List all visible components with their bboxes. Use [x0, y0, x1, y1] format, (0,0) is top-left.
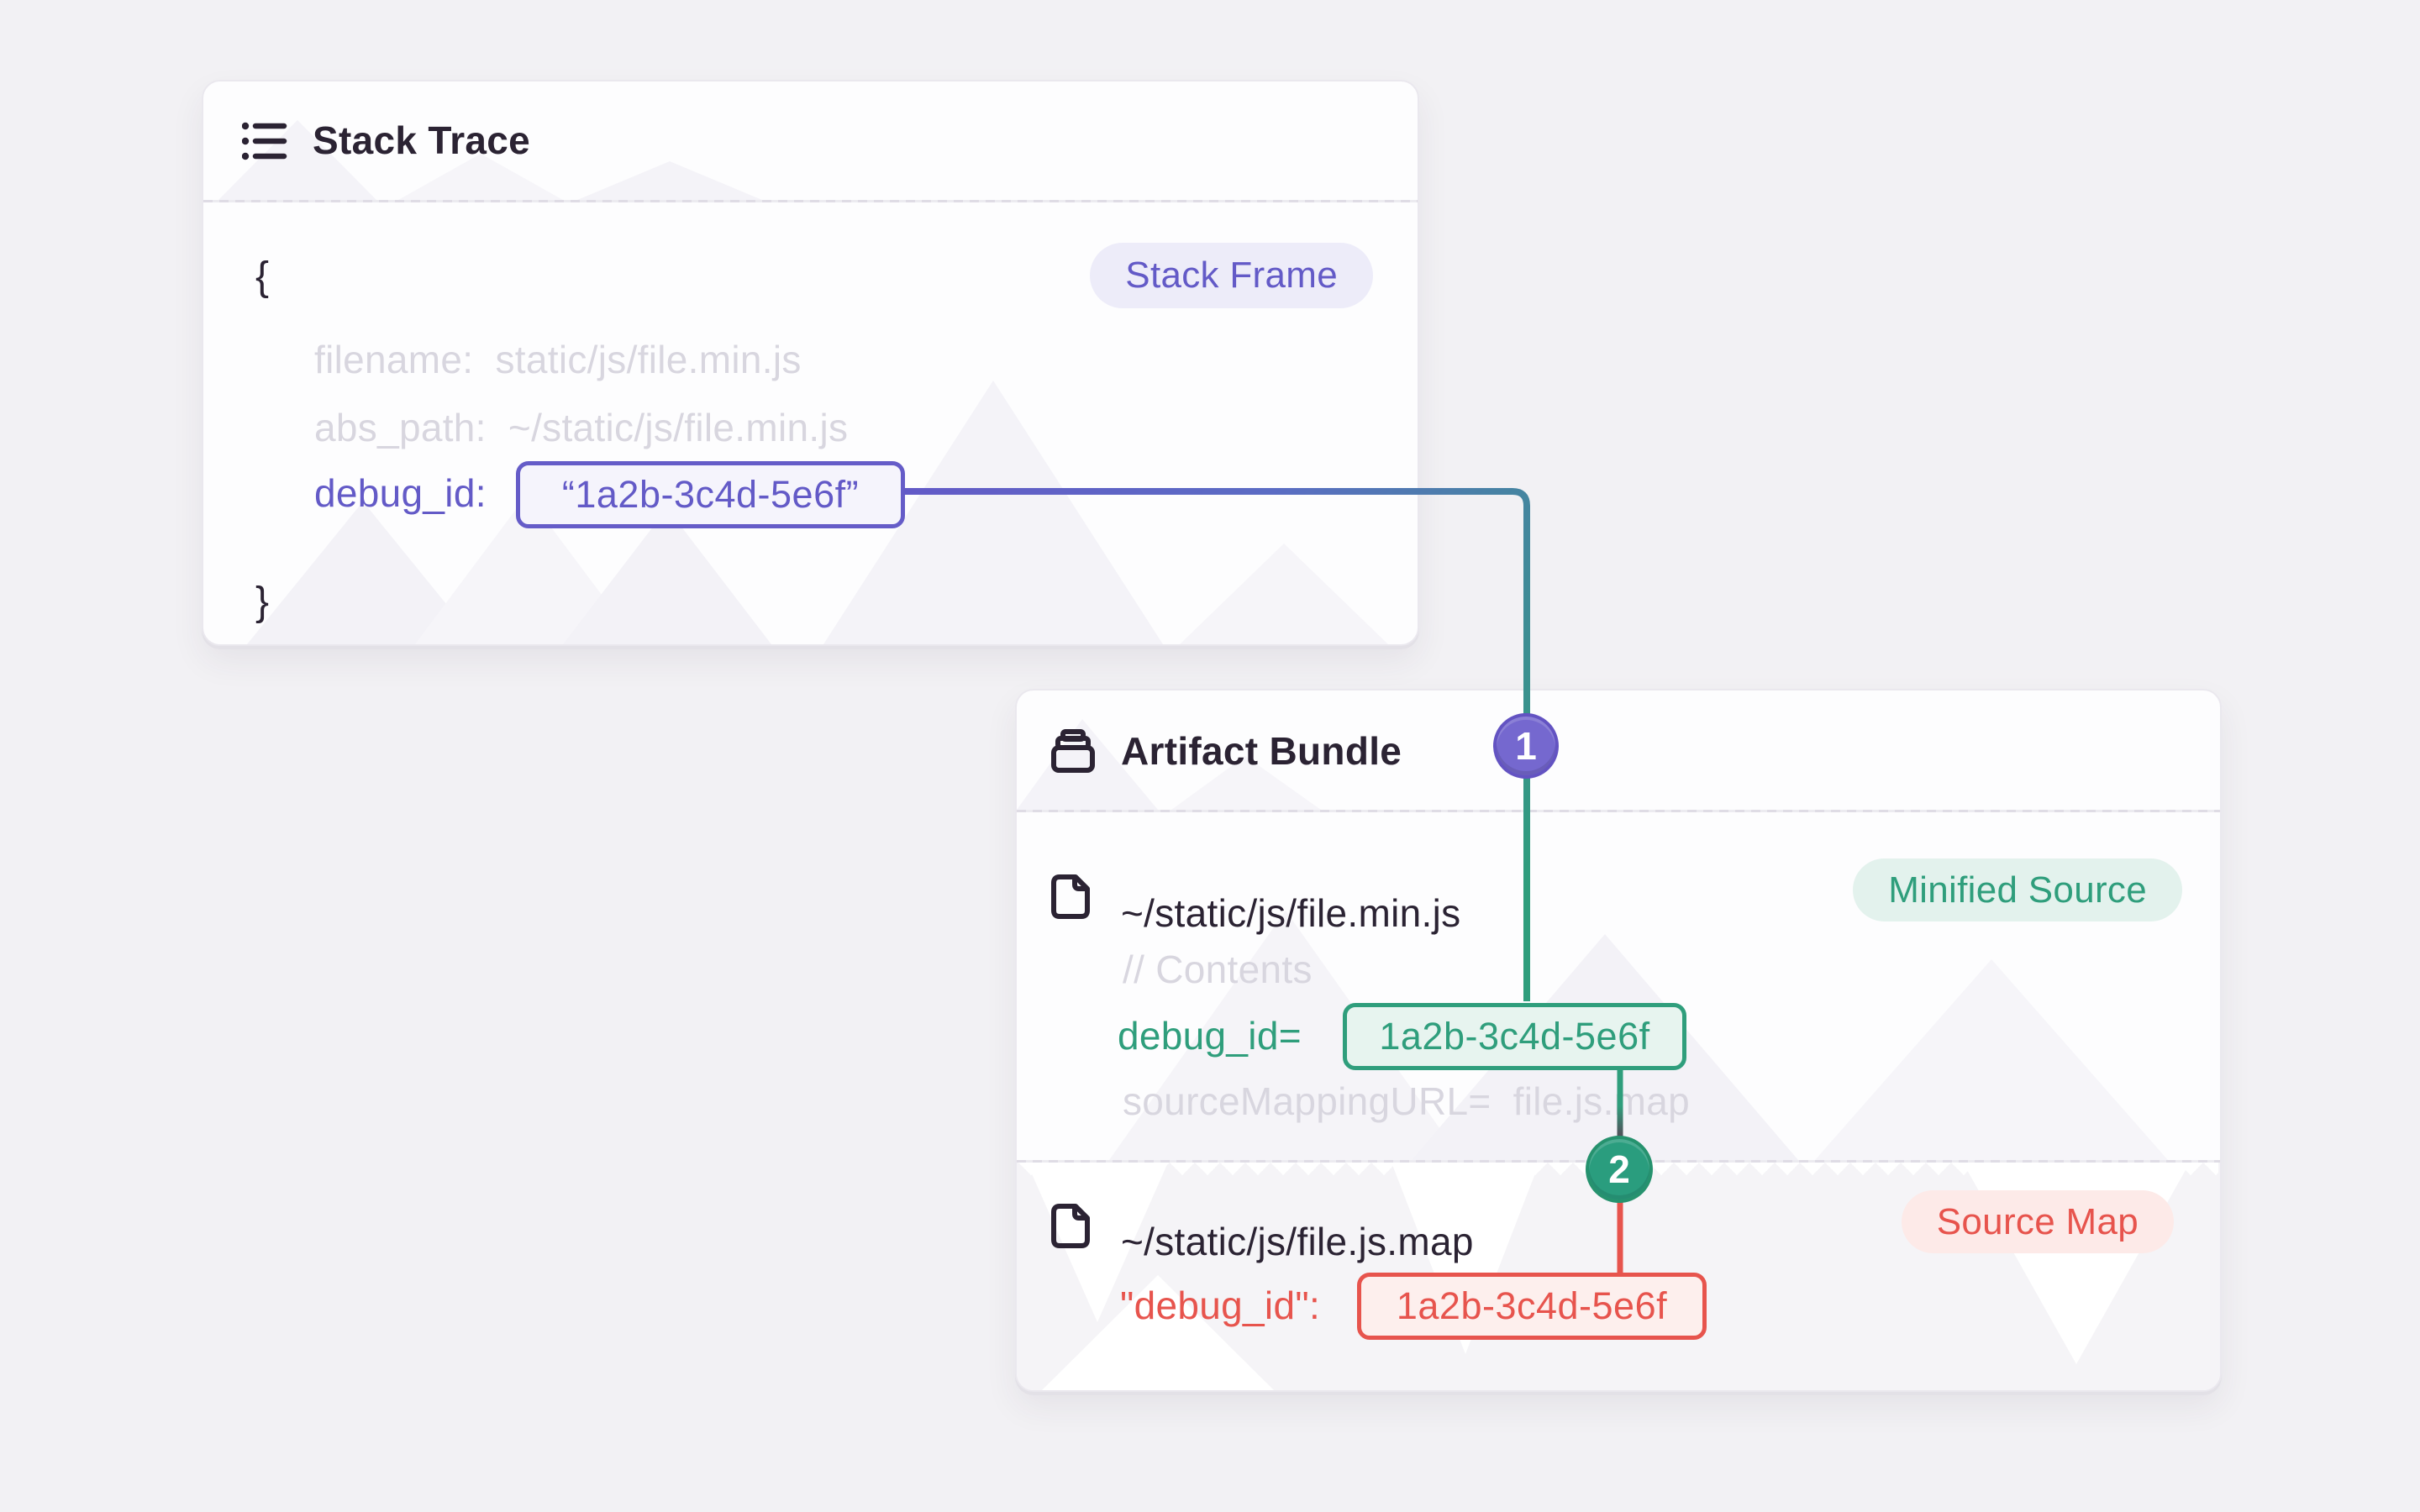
filename-line: filename: static/js/file.min.js	[314, 338, 802, 381]
source-mapping-line: sourceMappingURL= file.js.map	[1123, 1079, 1691, 1123]
step-1-number: 1	[1515, 724, 1537, 768]
sourcemap-filename: ~/static/js/file.js.map	[1121, 1220, 1474, 1263]
archive-box-icon	[1051, 729, 1095, 773]
debug-id-value: “1a2b-3c4d-5e6f”	[561, 473, 860, 516]
file-icon	[1051, 1204, 1090, 1248]
minified-source-badge: Minified Source	[1853, 858, 2182, 921]
header-divider	[1017, 810, 2220, 812]
contents-comment: // Contents	[1123, 948, 1313, 991]
json-open-brace: {	[255, 255, 270, 299]
debug-id-label: debug_id:	[314, 471, 487, 515]
json-close-brace: }	[255, 580, 270, 624]
stack-trace-title: Stack Trace	[313, 118, 531, 162]
abs-path-line: abs_path: ~/static/js/file.min.js	[314, 406, 849, 449]
source-map-badge: Source Map	[1901, 1190, 2174, 1253]
artifact-bundle-card: Artifact Bundle ~/static/js/file.min.js …	[1015, 689, 2222, 1392]
sourcemap-debug-id-value-box: 1a2b-3c4d-5e6f	[1357, 1273, 1707, 1340]
minified-filename: ~/static/js/file.min.js	[1121, 891, 1461, 935]
header-divider	[203, 200, 1418, 202]
step-2-badge: 2	[1586, 1136, 1653, 1203]
step-2-number: 2	[1608, 1147, 1630, 1191]
file-icon	[1051, 874, 1090, 919]
stack-frame-badge: Stack Frame	[1090, 243, 1373, 308]
bundle-debug-id-value-box: 1a2b-3c4d-5e6f	[1343, 1003, 1686, 1070]
bundle-debug-id-label: debug_id=	[1118, 1014, 1302, 1058]
debug-id-value-box: “1a2b-3c4d-5e6f”	[516, 461, 905, 528]
list-icon	[242, 122, 287, 160]
step-1-badge: 1	[1493, 713, 1559, 779]
stack-trace-card: Stack Trace { Stack Frame filename: stat…	[202, 80, 1419, 646]
sourcemap-debug-id-label: "debug_id":	[1120, 1284, 1321, 1327]
bundle-debug-id-value: 1a2b-3c4d-5e6f	[1379, 1015, 1650, 1058]
artifact-bundle-title: Artifact Bundle	[1121, 729, 1402, 773]
sourcemap-debug-id-value: 1a2b-3c4d-5e6f	[1396, 1284, 1668, 1327]
